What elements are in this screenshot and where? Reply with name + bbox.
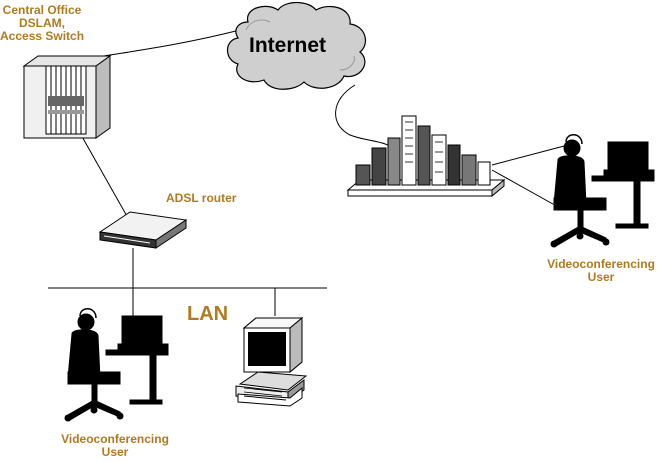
internet-cloud bbox=[226, 1, 367, 90]
central-office-label-line2: DSLAM, bbox=[19, 16, 65, 30]
co-to-router-link bbox=[79, 132, 129, 219]
lan-label: LAN bbox=[187, 303, 229, 325]
user-left-label-line2: User bbox=[101, 445, 129, 459]
user-right-label-line1: Videoconferencing bbox=[547, 257, 655, 271]
city-to-user-link-2 bbox=[491, 169, 561, 209]
videoconferencing-user-right-icon bbox=[550, 134, 655, 248]
user-left-label-line1: Videoconferencing bbox=[61, 432, 169, 446]
pc-workstation-icon bbox=[235, 316, 308, 407]
city-to-user-link-1 bbox=[491, 144, 569, 166]
adsl-router-icon bbox=[98, 211, 188, 249]
videoconferencing-user-right-label: Videoconferencing User bbox=[536, 258, 657, 284]
user-right-label-line2: User bbox=[587, 270, 615, 284]
adsl-router-label: ADSL router bbox=[166, 191, 237, 205]
co-to-internet-link bbox=[91, 29, 241, 59]
central-office-label-line1: Central Office bbox=[2, 3, 82, 17]
central-office-label-line3: Access Switch bbox=[0, 29, 85, 43]
videoconferencing-user-left-label: Videoconferencing User bbox=[50, 433, 180, 459]
internet-to-city-link bbox=[335, 84, 396, 151]
videoconferencing-user-left-icon bbox=[64, 308, 169, 422]
internet-label: Internet bbox=[249, 34, 327, 57]
dslam-cabinet-icon bbox=[22, 55, 112, 139]
central-office-label: Central Office DSLAM, Access Switch bbox=[0, 4, 84, 43]
connection-lines bbox=[48, 29, 569, 318]
city-skyline-icon bbox=[346, 115, 506, 198]
